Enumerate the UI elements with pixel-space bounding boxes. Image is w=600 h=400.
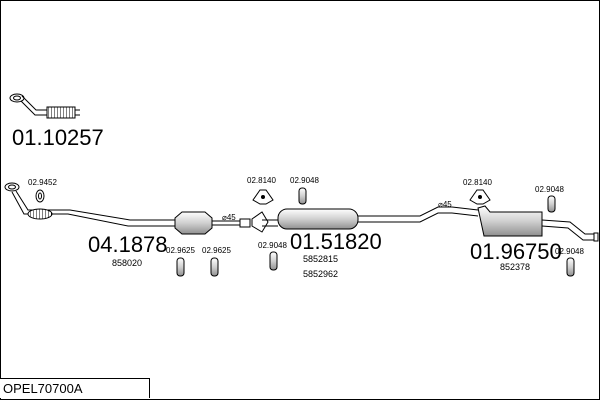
rear-silencer-drawing: [451, 205, 599, 242]
front-pipe-drawing: [9, 93, 80, 119]
front-section-part-number: 04.1878: [88, 232, 168, 257]
mount-mid-2-icon: [298, 187, 307, 205]
diameter-2-label: ⌀45: [438, 200, 452, 209]
front-section-oe-number: 858020: [112, 258, 142, 268]
gasket-part-number: 02.9452: [28, 178, 57, 187]
mount-rear-3-icon: [566, 257, 575, 277]
joint-1-icon: [239, 218, 251, 228]
mount-mid-1-icon: [252, 189, 274, 205]
mount-rear-1-part-number: 02.8140: [463, 178, 492, 187]
clamp-a-part-number: 02.9625: [166, 246, 195, 255]
front-section-drawing: [4, 182, 240, 235]
assembly-code: OPEL70700A: [3, 381, 83, 396]
assembly-code-box: OPEL70700A: [0, 378, 150, 398]
mount-mid-2-part-number: 02.9048: [290, 176, 319, 185]
clamp-b-icon: [210, 257, 219, 277]
mount-rear-2-icon: [547, 195, 556, 213]
mount-rear-3-part-number: 02.9048: [555, 247, 584, 256]
mount-mid-3-part-number: 02.9048: [258, 241, 287, 250]
middle-silencer-oe-number-2: 5852962: [303, 269, 338, 279]
rear-silencer-part-number: 01.96750: [470, 239, 562, 264]
front-pipe-part-number: 01.10257: [12, 125, 104, 150]
clamp-a-icon: [176, 257, 185, 277]
middle-silencer-part-number: 01.51820: [290, 229, 382, 254]
diameter-1-label: ⌀45: [222, 213, 236, 222]
mount-mid-3-icon: [269, 251, 278, 271]
clamp-b-part-number: 02.9625: [202, 246, 231, 255]
mount-mid-1-part-number: 02.8140: [247, 176, 276, 185]
middle-silencer-oe-number-1: 5852815: [303, 254, 338, 264]
mount-rear-1-icon: [469, 189, 491, 205]
rear-silencer-oe-number: 852378: [500, 262, 530, 272]
mount-rear-2-part-number: 02.9048: [535, 185, 564, 194]
gasket-icon: [35, 189, 45, 203]
middle-silencer-drawing: [251, 206, 452, 233]
